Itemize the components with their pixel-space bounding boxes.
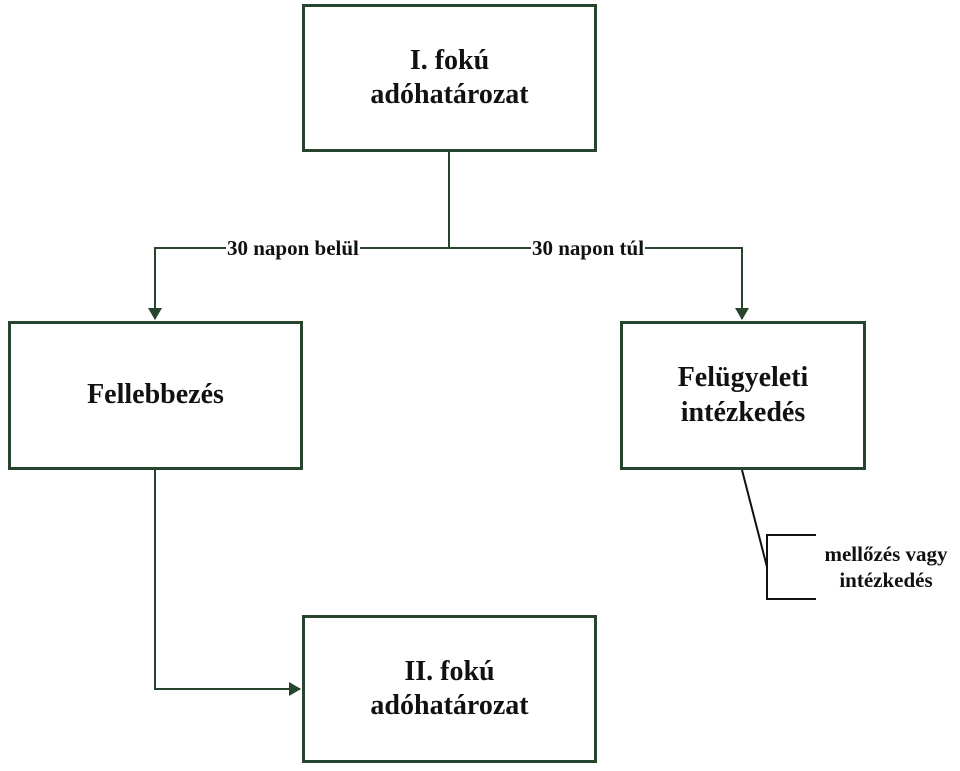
edge-label-beyond-30-days: 30 napon túl (531, 236, 646, 260)
supervisory-outcome-note: mellőzés vagy intézkedés (824, 542, 948, 592)
note-leader-line (741, 469, 768, 568)
connector-appeal-to-second (154, 470, 301, 696)
node-second-instance-decision-label: II. fokú adóhatározat (370, 655, 529, 721)
node-appeal-label: Fellebbezés (87, 379, 224, 411)
node-supervisory-measure-label: Felügyeleti intézkedés (677, 362, 809, 428)
node-first-instance-decision: I. fokú adóhatározat (302, 4, 597, 152)
node-second-instance-decision: II. fokú adóhatározat (302, 615, 597, 763)
note-bracket (766, 534, 816, 600)
edge-label-within-30-days: 30 napon belül (226, 236, 360, 260)
node-first-instance-decision-label: I. fokú adóhatározat (370, 44, 529, 110)
node-supervisory-measure: Felügyeleti intézkedés (620, 321, 866, 470)
node-appeal: Fellebbezés (8, 321, 303, 470)
